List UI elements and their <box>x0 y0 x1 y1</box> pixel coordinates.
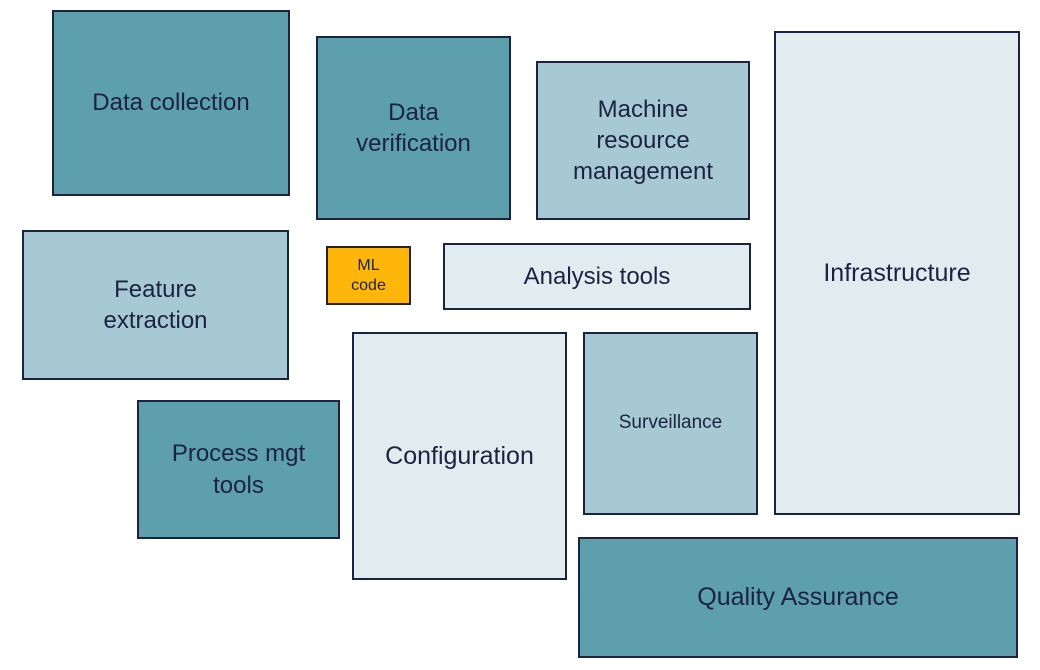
box-surveillance: Surveillance <box>583 332 758 515</box>
box-label: Data collection <box>92 89 250 117</box>
box-configuration: Configuration <box>352 332 567 580</box>
box-data-verification: Data verification <box>316 36 511 220</box>
box-process-mgt-tools: Process mgt tools <box>137 400 340 539</box>
box-label: Feature extraction <box>103 275 208 334</box>
box-ml-code: ML code <box>326 246 411 305</box>
box-label: Infrastructure <box>823 258 971 287</box>
box-label: Surveillance <box>618 412 723 434</box>
box-machine-resource-management: Machine resource management <box>536 61 750 220</box>
box-label: Analysis tools <box>523 262 671 290</box>
box-data-collection: Data collection <box>52 10 290 196</box>
box-infrastructure: Infrastructure <box>774 31 1020 515</box>
box-label: Machine resource management <box>572 95 714 186</box>
box-label: Process mgt tools <box>171 440 306 499</box>
box-label: ML code <box>351 257 386 294</box>
box-quality-assurance: Quality Assurance <box>578 537 1018 658</box>
box-feature-extraction: Feature extraction <box>22 230 289 380</box>
box-analysis-tools: Analysis tools <box>443 243 751 310</box>
box-label: Data verification <box>356 98 471 157</box>
box-label: Quality Assurance <box>697 583 899 612</box>
box-label: Configuration <box>385 441 534 470</box>
